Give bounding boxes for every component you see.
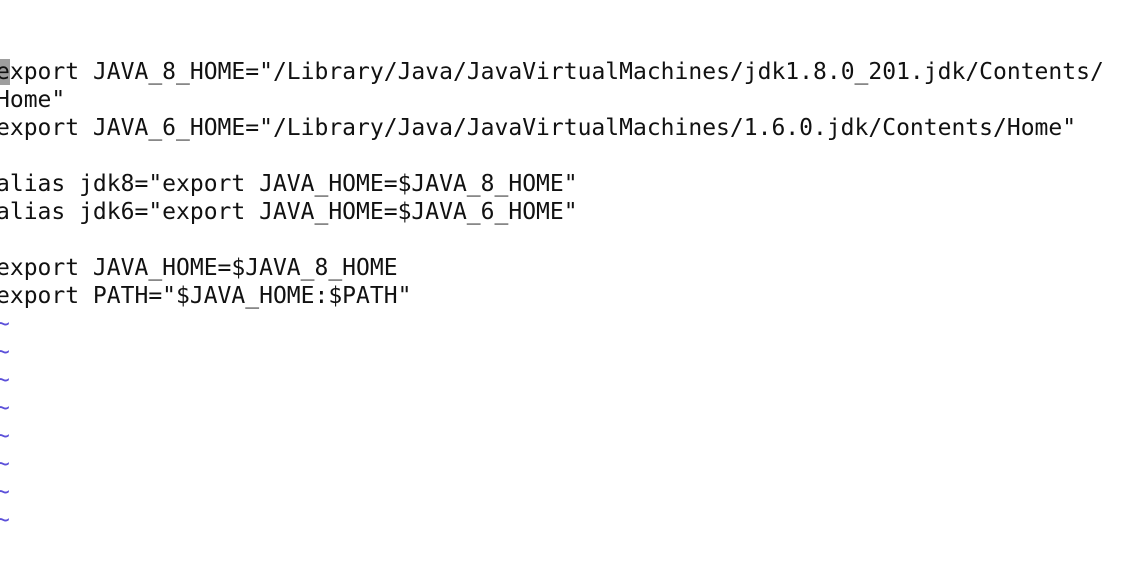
buffer-line[interactable] xyxy=(0,142,1104,170)
empty-line-tilde-marker: ~ xyxy=(0,339,10,365)
buffer-lines: export JAVA_8_HOME="/Library/Java/JavaVi… xyxy=(0,58,1104,534)
buffer-line[interactable]: export JAVA_6_HOME="/Library/Java/JavaVi… xyxy=(0,115,1077,141)
empty-line-tilde-marker: ~ xyxy=(0,395,10,421)
empty-line-tilde-marker: ~ xyxy=(0,479,10,505)
buffer-line[interactable]: export JAVA_8_HOME="/Library/Java/JavaVi… xyxy=(0,58,1104,86)
empty-line-tilde-marker: ~ xyxy=(0,451,10,477)
buffer-line[interactable]: Home" xyxy=(0,87,66,113)
buffer-line[interactable]: alias jdk8="export JAVA_HOME=$JAVA_8_HOM… xyxy=(0,171,578,197)
buffer-line[interactable] xyxy=(0,226,1104,254)
buffer-line[interactable]: alias jdk6="export JAVA_HOME=$JAVA_6_HOM… xyxy=(0,199,578,225)
empty-line-tilde-marker: ~ xyxy=(0,367,10,393)
empty-line-tilde-marker: ~ xyxy=(0,423,10,449)
empty-line-tilde-marker: ~ xyxy=(0,507,10,533)
empty-line-tilde-marker: ~ xyxy=(0,311,10,337)
buffer-line[interactable]: export PATH="$JAVA_HOME:$PATH" xyxy=(0,283,412,309)
block-cursor: e xyxy=(0,59,10,85)
buffer-line[interactable]: export JAVA_HOME=$JAVA_8_HOME xyxy=(0,255,398,281)
